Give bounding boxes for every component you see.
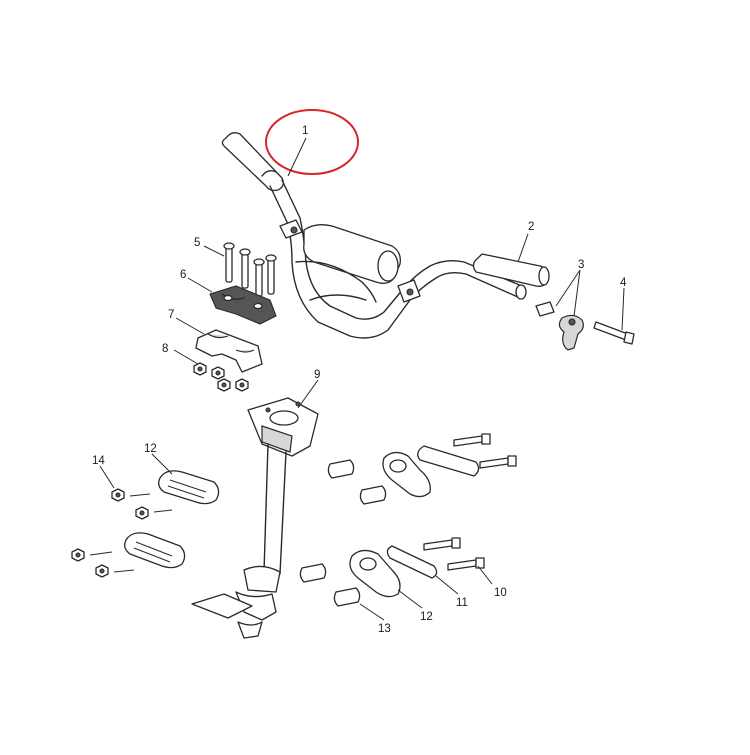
upper-clamp-part-6[interactable] xyxy=(209,285,277,325)
callout-7: 7 xyxy=(168,309,174,321)
bracket-part-12-left[interactable] xyxy=(124,470,220,569)
callout-12-right: 12 xyxy=(420,611,433,623)
callout-1: 1 xyxy=(302,125,308,137)
callout-10: 10 xyxy=(494,587,507,599)
grip-part-2[interactable] xyxy=(472,253,550,287)
callout-12-left: 12 xyxy=(144,443,157,455)
callout-9: 9 xyxy=(314,369,320,381)
highlight-ring xyxy=(265,109,359,175)
callout-13: 13 xyxy=(378,623,391,635)
bolt-part-4[interactable] xyxy=(593,321,635,345)
callout-8: 8 xyxy=(162,343,168,355)
link-plate-part-11[interactable] xyxy=(386,445,480,579)
callout-6: 6 xyxy=(180,269,186,281)
bolts-part-10[interactable] xyxy=(423,433,517,571)
callout-14: 14 xyxy=(92,455,105,467)
callout-3: 3 xyxy=(578,259,584,271)
handlebar-part-1[interactable] xyxy=(221,132,527,339)
callout-5: 5 xyxy=(194,237,200,249)
steering-column-part-9[interactable] xyxy=(191,397,319,639)
bushings-part-13[interactable] xyxy=(299,459,387,607)
leader-lines xyxy=(99,137,625,621)
bolts-part-5[interactable] xyxy=(223,242,277,297)
nuts-part-8[interactable] xyxy=(193,362,249,392)
callout-2: 2 xyxy=(528,221,534,233)
lower-clamp-part-7[interactable] xyxy=(195,329,263,373)
assembly-lines xyxy=(89,493,173,573)
bracket-part-12-right[interactable] xyxy=(349,451,431,598)
lever-part-3[interactable] xyxy=(535,301,584,351)
nuts-part-14[interactable] xyxy=(71,488,149,578)
callout-labels: 1 2 3 4 5 6 7 8 9 10 11 12 12 13 14 xyxy=(92,125,627,635)
callout-4: 4 xyxy=(620,277,627,289)
callout-11: 11 xyxy=(456,597,468,609)
